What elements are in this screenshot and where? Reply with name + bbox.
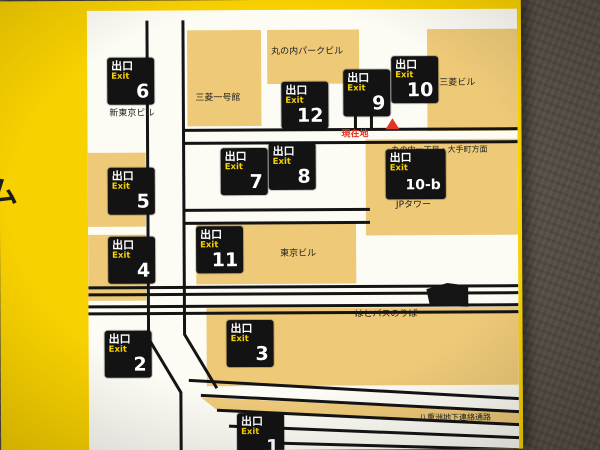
exit-sign-1: 出口 Exit 1 xyxy=(236,412,285,450)
exit-sign-12: 出口 Exit 12 xyxy=(281,81,329,129)
exit-number: 1 xyxy=(265,436,280,450)
exit-sign-4: 出口 Exit 4 xyxy=(108,236,156,284)
exit-map: 丸の内パークビル 三菱一号館 新東京ビル 三菱ビル JPタワー 東京ビル はとバ… xyxy=(86,8,520,450)
label-tokyo-building: 東京ビル xyxy=(280,248,317,259)
signboard-panel: ム xyxy=(0,0,524,450)
exit-sign-11: 出口 Exit 11 xyxy=(196,226,244,274)
exit-number: 8 xyxy=(297,165,311,188)
label-mitsubishi-ichigokan: 三菱一号館 xyxy=(195,93,241,104)
exit-number: 6 xyxy=(136,80,150,103)
label-mitsubishi: 三菱ビル xyxy=(439,77,476,89)
left-edge-text: ム xyxy=(0,175,18,211)
exit-en-label: Exit xyxy=(389,163,409,174)
exit-sign-5: 出口 Exit 5 xyxy=(107,167,155,215)
label-hato-bus: はとバスのりば xyxy=(354,309,418,320)
exit-sign-9: 出口 Exit 9 xyxy=(343,69,391,117)
exit-number: 4 xyxy=(136,259,151,282)
exit-sign-3: 出口 Exit 3 xyxy=(226,319,274,368)
label-jp-tower: JPタワー xyxy=(395,200,432,211)
exit-number: 10-b xyxy=(405,176,441,193)
current-location-triangle-icon xyxy=(385,118,400,130)
exit-sign-8: 出口 Exit 8 xyxy=(268,142,316,190)
exit-sign-6: 出口 Exit 6 xyxy=(107,57,155,105)
exit-sign-10b: 出口 Exit 10-b xyxy=(385,149,446,200)
exit-number: 7 xyxy=(249,171,263,194)
exit-number: 10 xyxy=(406,79,434,102)
exit-sign-2: 出口 Exit 2 xyxy=(104,330,152,378)
exit-number: 2 xyxy=(133,353,147,376)
label-marunouchi-park: 丸の内パークビル xyxy=(271,46,344,57)
exit-sign-7: 出口 Exit 7 xyxy=(220,147,268,196)
exit-number: 11 xyxy=(211,249,239,272)
label-yaesu-passage: 八重洲地下連絡通路 xyxy=(418,412,492,423)
exit-number: 9 xyxy=(372,92,386,115)
exit-number: 12 xyxy=(296,104,324,127)
label-shin-tokyo: 新東京ビル xyxy=(109,108,155,119)
exit-number: 5 xyxy=(136,190,150,213)
exit-sign-10: 出口 Exit 10 xyxy=(391,56,439,104)
current-location-label: 現在地 xyxy=(341,129,369,140)
exit-number: 3 xyxy=(255,343,269,366)
